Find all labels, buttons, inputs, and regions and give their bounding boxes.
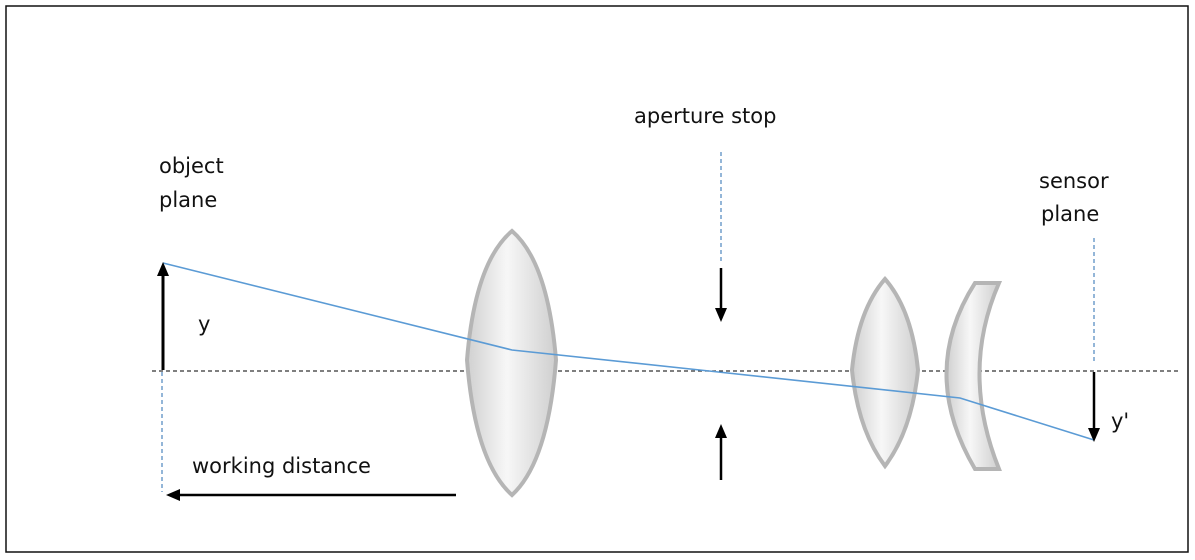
object-plane-label-line1: object bbox=[159, 154, 224, 178]
chief-ray bbox=[162, 262, 1095, 441]
object-plane-label-line2: plane bbox=[159, 188, 217, 212]
sensor-plane-label-line1: sensor bbox=[1039, 169, 1109, 193]
meniscus-lens bbox=[944, 281, 1003, 471]
diagram-frame bbox=[5, 5, 1189, 553]
working-distance-label: working distance bbox=[192, 454, 371, 478]
working-distance-arrow bbox=[166, 489, 456, 501]
aperture-stop-label: aperture stop bbox=[634, 104, 776, 128]
biconvex-lens-large bbox=[464, 228, 559, 498]
biconvex-lens-small bbox=[849, 275, 921, 470]
image-height-label: y' bbox=[1111, 409, 1129, 433]
aperture-stop-arrow-bottom bbox=[715, 424, 727, 480]
sensor-plane-label-line2: plane bbox=[1041, 202, 1099, 226]
object-height-label: y bbox=[198, 312, 210, 336]
image-height-arrow bbox=[1088, 372, 1100, 442]
object-height-arrow bbox=[157, 262, 169, 370]
aperture-stop-arrow-top bbox=[715, 268, 727, 322]
